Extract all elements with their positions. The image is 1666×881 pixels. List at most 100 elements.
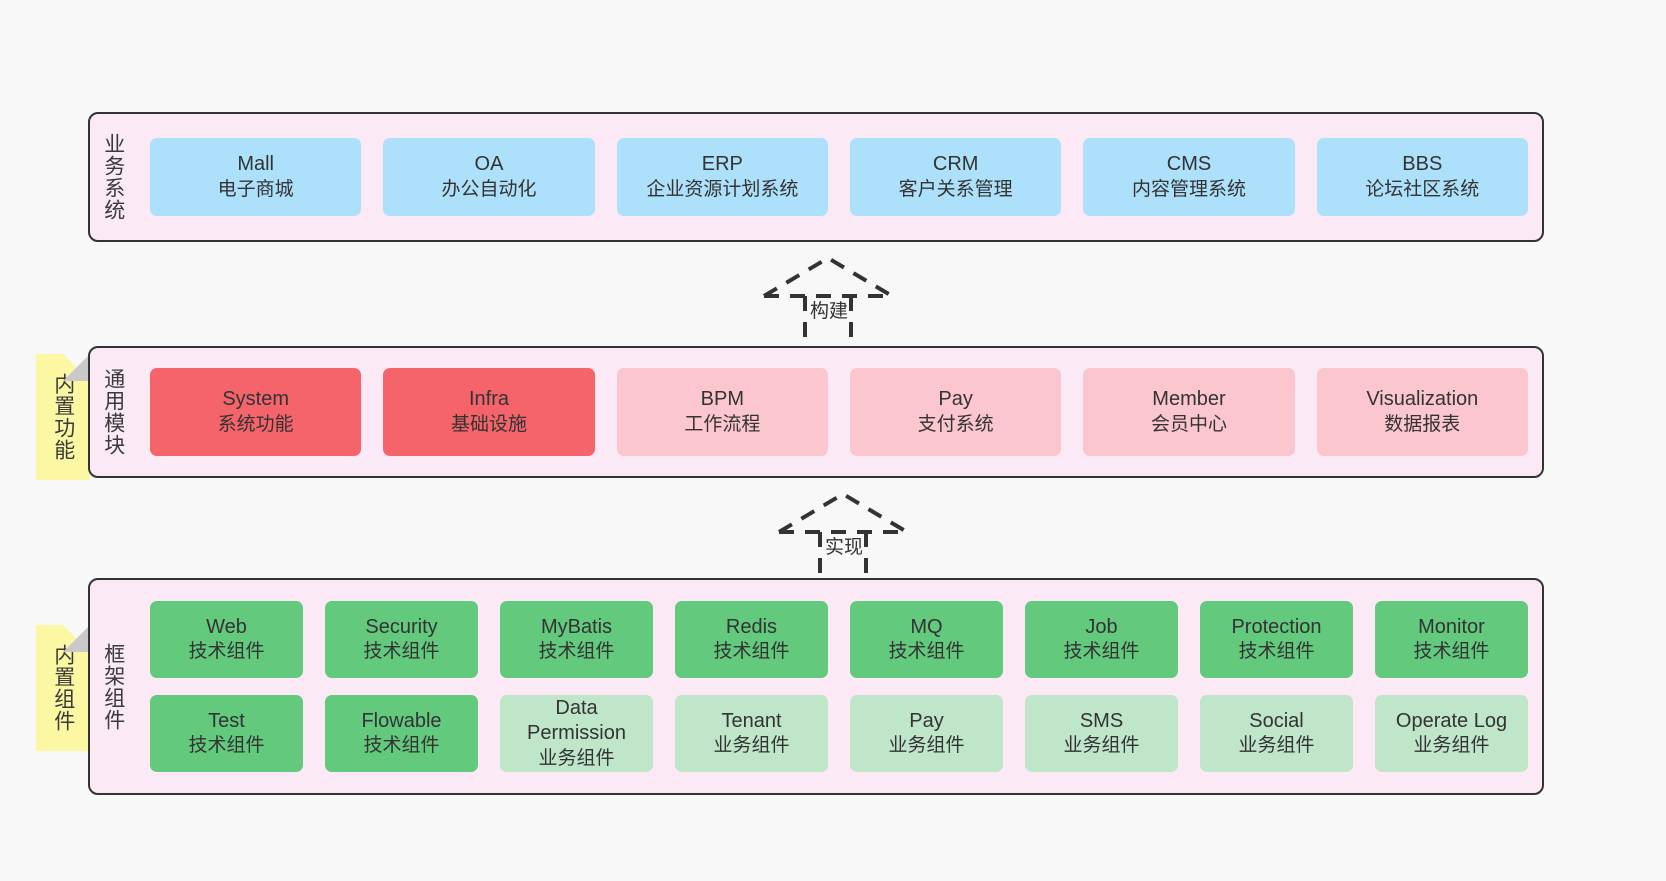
box-title: MQ <box>910 615 943 638</box>
box-subtitle: 数据报表 <box>1384 413 1461 435</box>
box-title: Member <box>1152 388 1226 411</box>
box-title: CMS <box>1166 153 1212 176</box>
box-subtitle: 技术组件 <box>188 735 265 757</box>
box-subtitle: 系统功能 <box>217 413 294 435</box>
box-title: Pay <box>938 388 973 411</box>
note-builtin-function-label: 内置功能 <box>51 373 75 461</box>
framework-box-mq[interactable]: MQ 技术组件 <box>850 601 1003 678</box>
layer-title-framework-component: 框架组件 <box>101 642 125 731</box>
box-subtitle: 技术组件 <box>538 641 615 663</box>
box-subtitle: 工作流程 <box>684 413 761 435</box>
box-subtitle: 技术组件 <box>363 641 440 663</box>
box-subtitle: 业务组件 <box>1063 735 1140 757</box>
box-subtitle: 客户关系管理 <box>898 178 1013 200</box>
framework-box-security[interactable]: Security 技术组件 <box>325 601 478 678</box>
box-title: BPM <box>700 388 744 411</box>
layer-title-common-module: 通用模块 <box>101 368 125 456</box>
box-subtitle: 技术组件 <box>888 641 965 663</box>
note-fold-corner-icon <box>63 625 90 652</box>
framework-box-web[interactable]: Web 技术组件 <box>150 601 303 678</box>
box-title: Web <box>206 615 247 638</box>
box-subtitle: 企业资源计划系统 <box>646 178 799 200</box>
framework-box-sms[interactable]: SMS 业务组件 <box>1025 695 1178 772</box>
box-subtitle: 办公自动化 <box>441 178 537 200</box>
box-subtitle: 技术组件 <box>1063 641 1140 663</box>
box-title: Infra <box>468 388 509 411</box>
framework-box-mybatis[interactable]: MyBatis 技术组件 <box>500 601 653 678</box>
box-title: OA <box>474 153 504 176</box>
box-title: Security <box>365 615 438 638</box>
box-subtitle: 支付系统 <box>917 413 994 435</box>
box-title: Job <box>1085 615 1118 638</box>
note-builtin-function: 内置功能 <box>36 354 90 480</box>
framework-box-redis[interactable]: Redis 技术组件 <box>675 601 828 678</box>
box-title: System <box>222 388 289 411</box>
framework-box-job[interactable]: Job 技术组件 <box>1025 601 1178 678</box>
box-subtitle: 基础设施 <box>450 413 527 435</box>
framework-box-protection[interactable]: Protection 技术组件 <box>1200 601 1353 678</box>
box-subtitle: 业务组件 <box>1238 735 1315 757</box>
note-fold-corner-icon <box>63 354 90 381</box>
box-title: Social <box>1249 709 1304 732</box>
note-builtin-component: 内置组件 <box>36 625 90 751</box>
box-subtitle: 技术组件 <box>188 641 265 663</box>
framework-box-test[interactable]: Test 技术组件 <box>150 695 303 772</box>
box-subtitle: 业务组件 <box>1413 735 1490 757</box>
box-title: BBS <box>1402 153 1443 176</box>
box-title: MyBatis <box>540 615 613 638</box>
box-title: Visualization <box>1366 388 1479 411</box>
framework-box-social[interactable]: Social 业务组件 <box>1200 695 1353 772</box>
box-subtitle: 电子商城 <box>217 178 294 200</box>
box-title: Data Permission <box>527 697 626 745</box>
box-subtitle: 技术组件 <box>1238 641 1315 663</box>
box-subtitle: 技术组件 <box>713 641 790 663</box>
box-subtitle: 技术组件 <box>1413 641 1490 663</box>
connector-implement-icon <box>777 491 909 584</box>
connector-build: 构建 <box>740 248 930 348</box>
box-subtitle: 业务组件 <box>888 735 965 757</box>
box-title: Test <box>208 709 245 732</box>
box-title: Redis <box>725 615 778 638</box>
box-title: Monitor <box>1418 615 1485 638</box>
box-subtitle: 内容管理系统 <box>1131 178 1246 200</box>
box-title: SMS <box>1079 709 1124 732</box>
framework-box-monitor[interactable]: Monitor 技术组件 <box>1375 601 1528 678</box>
box-title: Mall <box>237 153 274 176</box>
box-title: ERP <box>701 153 743 176</box>
connector-implement: 实现 <box>755 484 945 584</box>
box-subtitle: 论坛社区系统 <box>1365 178 1480 200</box>
box-title: Tenant <box>721 709 782 732</box>
box-title: Protection <box>1231 615 1322 638</box>
box-subtitle: 业务组件 <box>538 747 615 769</box>
box-title: CRM <box>932 153 979 176</box>
layer-title-business-system: 业务系统 <box>101 133 125 221</box>
